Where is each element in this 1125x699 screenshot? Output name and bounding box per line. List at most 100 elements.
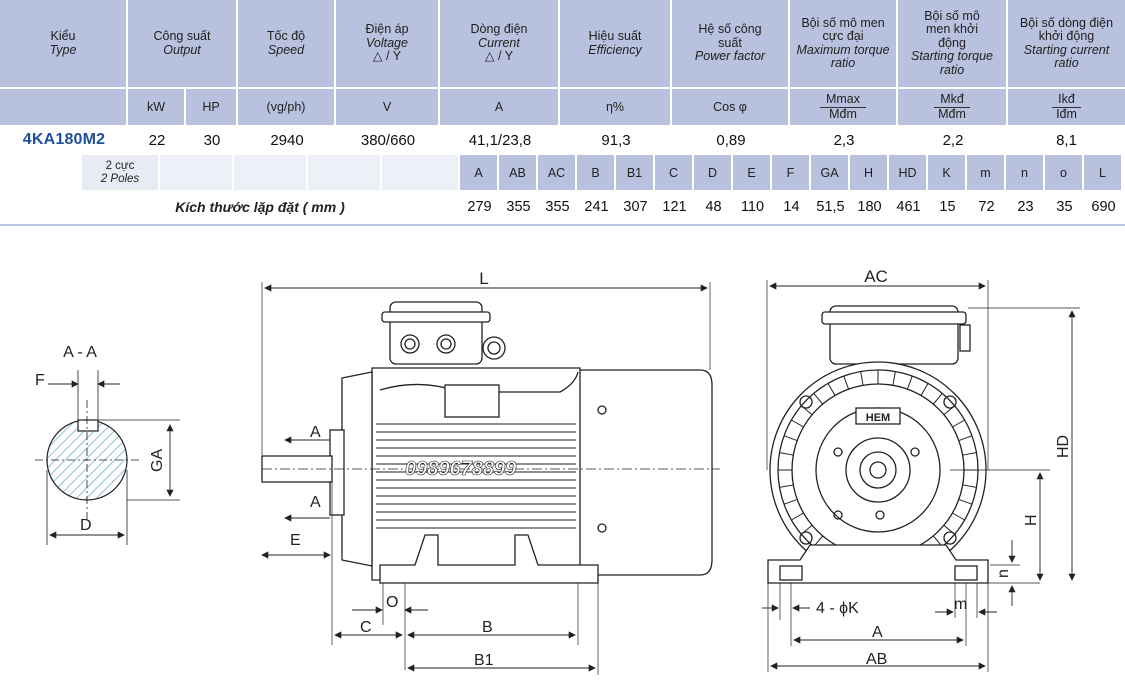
fin-ray bbox=[827, 383, 836, 396]
dim-header-HD: HD bbox=[889, 155, 928, 190]
blank-cell-4 bbox=[382, 155, 458, 190]
label-C: C bbox=[360, 619, 372, 636]
cooling-fins bbox=[376, 423, 576, 529]
dim-header-H: H bbox=[850, 155, 889, 190]
unit-istart-den: Iđm bbox=[1056, 107, 1077, 121]
blank-cell-3 bbox=[308, 155, 380, 190]
header-type-vi: Kiểu bbox=[50, 29, 76, 43]
dim-value-D: 48 bbox=[705, 199, 722, 215]
header-start-current: Bội số dòng điện khởi động Starting curr… bbox=[1008, 0, 1125, 87]
dim-value-HD: 461 bbox=[896, 199, 921, 215]
dim-value-m: 72 bbox=[978, 199, 995, 215]
fin-ray bbox=[932, 393, 943, 405]
dim-header-K: K bbox=[928, 155, 967, 190]
label-n: n bbox=[995, 569, 1012, 578]
dim-header-AB: AB bbox=[499, 155, 538, 190]
dim-value-K: 15 bbox=[939, 199, 956, 215]
dim-value-n: 23 bbox=[1017, 199, 1034, 215]
fin-ray bbox=[906, 375, 913, 390]
front-view bbox=[762, 280, 1080, 672]
dim-header-o: o bbox=[1045, 155, 1084, 190]
header-pf-en: Power factor bbox=[694, 49, 766, 64]
dim-value-E: 110 bbox=[740, 199, 765, 215]
label-HD: HD bbox=[1055, 435, 1072, 458]
header-current: Dòng điện Current △ / Y bbox=[440, 0, 560, 87]
row-istart: 8,1 bbox=[1008, 126, 1125, 154]
label-H: H bbox=[1023, 514, 1040, 526]
dim-value-L: 690 bbox=[1091, 199, 1116, 215]
header-speed-en: Speed bbox=[267, 42, 305, 57]
poles-en: 2 Poles bbox=[100, 172, 140, 185]
dim-header-GA: GA bbox=[811, 155, 850, 190]
header-speed-vi: Tốc độ bbox=[266, 29, 306, 43]
fin-ray bbox=[958, 498, 973, 505]
dim-value-C: 121 bbox=[662, 199, 687, 215]
brand-plate: HEM bbox=[866, 412, 890, 424]
unit-tmax-num: Mmax bbox=[819, 93, 867, 108]
fin-ray bbox=[952, 512, 965, 521]
header-voltage-vi: Điện áp bbox=[365, 22, 409, 37]
label-GA: GA bbox=[149, 449, 166, 472]
fin-ray bbox=[860, 371, 864, 386]
row-pf: 0,89 bbox=[672, 126, 790, 154]
blank-cell-2 bbox=[234, 155, 306, 190]
dim-header-L: L bbox=[1084, 155, 1123, 190]
row-tstart: 2,2 bbox=[898, 126, 1008, 154]
dim-header-B: B bbox=[577, 155, 616, 190]
unit-tstart-den: Mđm bbox=[938, 107, 966, 121]
row-model: 4KA180M2 bbox=[0, 126, 128, 154]
unit-hp: HP bbox=[186, 89, 238, 125]
label-B1: B1 bbox=[474, 652, 494, 669]
label-F: F bbox=[35, 372, 45, 389]
unit-tstart-num: Mkđ bbox=[934, 93, 970, 108]
label-B: B bbox=[482, 619, 493, 636]
header-type-en: Type bbox=[49, 42, 77, 57]
dim-value-H: 180 bbox=[857, 199, 882, 215]
fin-ray bbox=[783, 435, 798, 442]
row-kw: 22 bbox=[128, 126, 186, 154]
row-speed: 2940 bbox=[238, 126, 336, 154]
dim-value-B1: 307 bbox=[623, 199, 648, 215]
header-tmax-vi: Bội số mô men cực đại bbox=[801, 15, 885, 43]
watermark-phone: 0989678899 bbox=[405, 458, 517, 480]
header-speed: Tốc độ Speed bbox=[238, 0, 336, 87]
poles-vi: 2 cực bbox=[105, 159, 135, 172]
unit-kw: kW bbox=[128, 89, 186, 125]
section-title: A - A bbox=[63, 344, 97, 361]
dim-value-AC: 355 bbox=[545, 199, 570, 215]
unit-speed: (vg/ph) bbox=[238, 89, 336, 125]
dim-header-E: E bbox=[733, 155, 772, 190]
label-A-top: A bbox=[310, 424, 321, 441]
unit-efficiency: η% bbox=[560, 89, 672, 125]
label-E: E bbox=[290, 532, 301, 549]
dim-header-n: n bbox=[1006, 155, 1045, 190]
dim-header-AC: AC bbox=[538, 155, 577, 190]
header-efficiency-vi: Hiệu suất bbox=[588, 29, 642, 43]
fin-ray bbox=[813, 393, 824, 405]
label-K: 4 - ϕK bbox=[816, 600, 859, 617]
header-voltage: Điện áp Voltage △ / Y bbox=[336, 0, 440, 87]
label-m: m bbox=[954, 596, 967, 613]
header-output: Công suất Output bbox=[128, 0, 238, 87]
header-output-en: Output bbox=[163, 42, 201, 57]
header-current-vi: Dòng điện bbox=[470, 22, 528, 37]
header-output-vi: Công suất bbox=[153, 29, 211, 43]
header-voltage-conn: △ / Y bbox=[372, 49, 402, 64]
fin-ray bbox=[952, 419, 965, 428]
label-A-front: A bbox=[872, 624, 883, 641]
key-slot bbox=[77, 419, 99, 432]
header-tmax-en: Maximum torque ratio bbox=[796, 42, 890, 70]
row-voltage: 380/660 bbox=[336, 126, 440, 154]
header-max-torque: Bội số mô men cực đại Maximum torque rat… bbox=[790, 0, 898, 87]
dim-header-B1: B1 bbox=[616, 155, 655, 190]
dim-header-m: m bbox=[967, 155, 1006, 190]
dim-header-C: C bbox=[655, 155, 694, 190]
header-current-en: Current bbox=[478, 35, 520, 50]
fin-ray bbox=[958, 435, 973, 442]
label-D: D bbox=[80, 517, 92, 534]
unit-voltage: V bbox=[336, 89, 440, 125]
unit-current: A bbox=[440, 89, 560, 125]
